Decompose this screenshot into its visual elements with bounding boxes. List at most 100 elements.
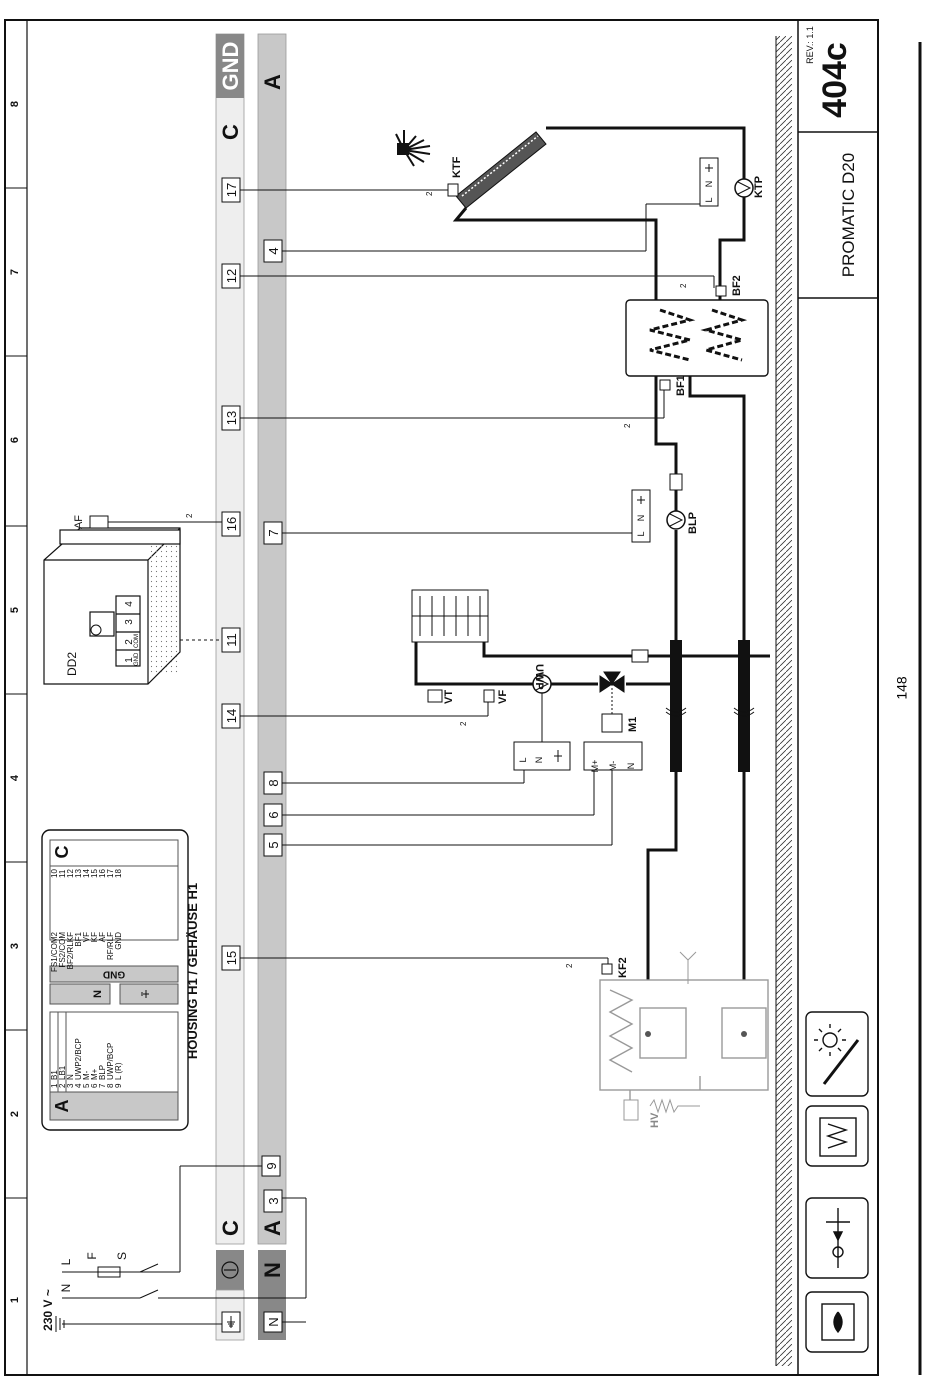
terminal-7: 7 [266, 529, 281, 536]
dd2-label: DD2 [65, 652, 79, 676]
ktf-label: KTF [451, 156, 463, 178]
terminal-3: 3 [266, 1197, 281, 1204]
svg-text:1: 1 [50, 1083, 59, 1088]
bf1-sensor [659, 379, 671, 391]
supply-l: L [59, 1258, 73, 1265]
svg-text:AF: AF [98, 932, 107, 942]
svg-text:12: 12 [66, 869, 75, 878]
diagram-code: 404c [816, 42, 854, 118]
switch-blade-l [139, 1263, 159, 1273]
grid-number-8: 8 [9, 101, 21, 107]
bar-a [257, 33, 287, 1245]
svg-text:GND: GND [114, 932, 123, 950]
bar-a-top-label: A [260, 74, 285, 90]
svg-text:L: L [636, 531, 646, 536]
legend-c-table [49, 839, 179, 941]
hv-label: HV [649, 1112, 661, 1128]
page-number: 148 [893, 676, 910, 700]
svg-text:4: 4 [74, 1083, 83, 1088]
dd2-display [89, 611, 115, 637]
grid-number-5: 5 [9, 607, 21, 613]
flow-pipe-thick-a [670, 640, 682, 772]
svg-text:2: 2 [565, 963, 574, 968]
svg-text:3: 3 [124, 619, 135, 625]
terminal-12: 12 [224, 269, 239, 283]
check-valve-2 [631, 649, 649, 663]
svg-text:COM: COM [134, 634, 140, 648]
m1-label: M1 [627, 717, 639, 732]
grid-number-1: 1 [9, 1297, 21, 1303]
grid-number-4: 4 [9, 774, 21, 781]
solar-pipes [452, 126, 746, 300]
svg-text:15: 15 [90, 869, 99, 878]
svg-text:FS2/COM: FS2/COM [58, 932, 67, 968]
terminal-8: 8 [266, 779, 281, 786]
bar-c-bottom-label: C [218, 1220, 243, 1236]
legend-earth-icon [141, 990, 149, 998]
svg-text:L: L [518, 757, 528, 762]
svg-text:VF: VF [82, 932, 91, 942]
tank-mode-button [805, 1105, 869, 1167]
legend-n-label: N [92, 990, 104, 998]
bf1-label: BF1 [675, 375, 687, 396]
ground-hatch-strip [776, 36, 792, 1366]
legend-a-table [49, 1011, 179, 1093]
svg-text:N: N [704, 181, 714, 188]
grid-number-7: 7 [9, 269, 21, 275]
tank-coil-upper [700, 308, 748, 362]
svg-text:2: 2 [459, 721, 468, 726]
legend-gnd-label: GND [103, 968, 125, 979]
wire-marks: 2 2 2 2 2 [425, 191, 688, 968]
boiler-sensor-a [645, 1031, 651, 1037]
grid-numbers: 8 7 6 5 4 3 2 1 [9, 101, 21, 1303]
svg-text:16: 16 [98, 869, 107, 878]
svg-text:M-: M- [82, 1070, 91, 1080]
mode-icons [805, 1011, 869, 1353]
power-supply [55, 1165, 307, 1332]
m1-actuator [601, 713, 623, 733]
svg-text:14: 14 [82, 869, 91, 878]
svg-text:LB1: LB1 [58, 1065, 67, 1080]
svg-text:8: 8 [106, 1083, 115, 1088]
legend-a-letter: A [52, 1100, 72, 1113]
m1-junction [583, 741, 643, 771]
check-valve-1 [669, 473, 683, 491]
signal-wires [240, 189, 715, 966]
revision-label: REV.: 1.1 [805, 26, 815, 64]
dd2-room-unit [43, 527, 181, 685]
svg-text:N: N [626, 763, 636, 770]
terminal-16: 16 [224, 517, 239, 531]
dd2-knob-icon [90, 624, 102, 636]
ktp-earth-icon [705, 164, 713, 172]
blp-earth-icon [637, 496, 645, 504]
svg-text:10: 10 [50, 869, 59, 878]
legend-n-box [49, 983, 111, 1005]
grid-number-3: 3 [9, 943, 21, 949]
svg-text:UWP/BCP: UWP/BCP [106, 1043, 115, 1080]
svg-text:M+: M+ [590, 760, 600, 773]
terminal-6: 6 [266, 811, 281, 818]
ktp-pump-icon [734, 178, 754, 198]
terminal-11: 11 [224, 633, 239, 647]
terminal-14: 14 [224, 709, 239, 723]
solar-mode-button [805, 1011, 869, 1097]
svg-text:5: 5 [82, 1083, 91, 1088]
solar-collector [455, 131, 547, 209]
legend-c-letter: C [52, 846, 72, 859]
terminal-n: N [266, 1317, 281, 1326]
kf2-label: KF2 [617, 957, 629, 978]
supply-voltage: 230 V ~ [41, 1289, 55, 1331]
bar-gnd-label: GND [218, 42, 243, 91]
svg-text:17: 17 [106, 869, 115, 878]
blp-pump-icon [666, 510, 686, 530]
svg-text:BF2/RLKF: BF2/RLKF [66, 932, 75, 969]
dd2-side-texture [150, 540, 178, 674]
terminal-17: 17 [224, 183, 239, 197]
storage-tank [625, 299, 769, 377]
hv-valve [623, 1099, 639, 1121]
svg-text:2: 2 [623, 423, 632, 428]
sheet-frame [4, 19, 879, 1376]
